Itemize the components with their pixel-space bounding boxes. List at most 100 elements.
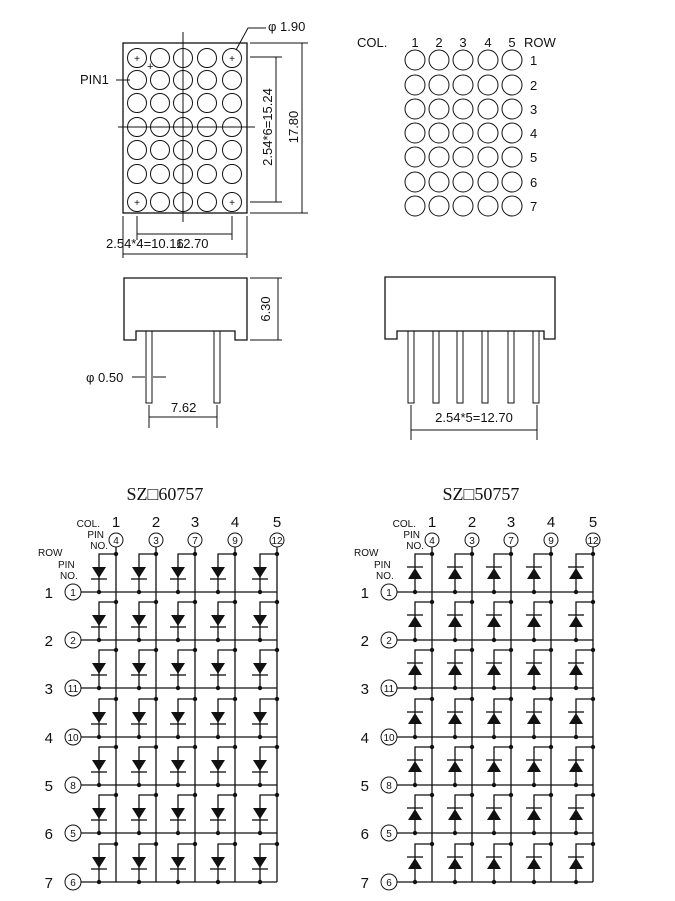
junction-dot	[573, 637, 579, 643]
junction-dot	[232, 744, 238, 750]
diode-icon	[487, 809, 501, 820]
led-dot	[150, 164, 170, 184]
diode-icon	[253, 712, 267, 723]
diode-icon	[132, 615, 146, 626]
row-pin-number: 5	[70, 829, 76, 840]
junction-dot	[175, 830, 181, 836]
junction-dot	[469, 792, 475, 798]
junction-dot	[531, 734, 537, 740]
plus-marker: +	[229, 198, 235, 209]
diode-icon	[92, 663, 106, 674]
junction-dot	[548, 647, 554, 653]
junction-dot	[469, 551, 475, 557]
junction-dot	[573, 685, 579, 691]
junction-dot	[274, 647, 280, 653]
row-pin-number: 8	[386, 781, 392, 792]
col-number: 2	[435, 35, 442, 50]
diode-icon	[569, 809, 583, 820]
diode-wire	[414, 698, 432, 737]
diode-wire	[454, 601, 472, 640]
junction-dot	[153, 551, 159, 557]
row-number: 1	[45, 585, 53, 602]
diode-icon	[527, 809, 541, 820]
col-pin-number: 3	[469, 536, 475, 547]
led-dot	[428, 122, 450, 144]
row-pin-number: 8	[70, 781, 76, 792]
junction-dot	[96, 879, 102, 885]
row-number: 4	[361, 730, 369, 747]
diode-icon	[253, 663, 267, 674]
junction-dot	[192, 792, 198, 798]
junction-dot	[469, 647, 475, 653]
diode-wire	[414, 746, 432, 785]
thickness-dim: 6.30	[258, 296, 273, 321]
diode-wire	[575, 698, 593, 737]
diode-wire	[414, 601, 432, 640]
row-number: 6	[45, 826, 53, 843]
row-pin-number: 1	[386, 588, 392, 599]
junction-dot	[531, 589, 537, 595]
row-pin-label: PIN	[374, 560, 391, 571]
led-dot	[197, 192, 217, 212]
junction-dot	[469, 744, 475, 750]
col-number: 4	[484, 35, 491, 50]
diode-wire	[493, 601, 511, 640]
led-dot	[127, 164, 147, 184]
junction-dot	[175, 734, 181, 740]
pin	[456, 330, 464, 404]
col-pin-number: 4	[429, 536, 435, 547]
diode-icon	[527, 616, 541, 627]
led-dot	[222, 140, 242, 160]
junction-dot	[508, 792, 514, 798]
row-pin-number: 2	[70, 636, 76, 647]
junction-dot	[573, 830, 579, 836]
led-dot	[197, 48, 217, 68]
led-dot	[197, 140, 217, 160]
led-dot	[452, 195, 474, 217]
junction-dot	[175, 879, 181, 885]
col-pin-number: 4	[113, 536, 119, 547]
junction-dot	[257, 879, 263, 885]
diode-icon	[171, 857, 185, 868]
diode-icon	[408, 664, 422, 675]
diode-icon	[132, 712, 146, 723]
junction-dot	[257, 830, 263, 836]
led-dot	[127, 192, 147, 212]
junction-dot	[274, 744, 280, 750]
junction-dot	[590, 696, 596, 702]
col-number: 1	[428, 514, 436, 531]
col-pin-label: COL.	[77, 519, 100, 530]
junction-dot	[215, 830, 221, 836]
diode-wire	[454, 553, 472, 592]
col-heading: COL.	[357, 35, 387, 50]
led-dot	[197, 117, 217, 137]
junction-dot	[452, 734, 458, 740]
led-dot	[173, 140, 193, 160]
junction-dot	[153, 792, 159, 798]
diode-wire	[533, 794, 551, 833]
junction-dot	[412, 734, 418, 740]
row-pin-number: 5	[386, 829, 392, 840]
led-dot	[501, 195, 523, 217]
diode-icon	[448, 664, 462, 675]
diode-icon	[211, 712, 225, 723]
junction-dot	[429, 792, 435, 798]
row-pin-number: 10	[383, 733, 395, 744]
pin-spacing-dim: 7.62	[171, 400, 196, 415]
plus-marker: +	[229, 54, 235, 65]
col-number: 3	[191, 514, 199, 531]
diode-icon	[569, 664, 583, 675]
junction-dot	[412, 782, 418, 788]
led-dot	[197, 70, 217, 90]
diode-icon	[569, 713, 583, 724]
junction-dot	[257, 782, 263, 788]
junction-dot	[590, 647, 596, 653]
junction-dot	[508, 744, 514, 750]
diameter-leader	[235, 27, 266, 51]
diode-wire	[493, 746, 511, 785]
junction-dot	[153, 696, 159, 702]
junction-dot	[153, 647, 159, 653]
led-dot	[150, 93, 170, 113]
diode-icon	[527, 568, 541, 579]
